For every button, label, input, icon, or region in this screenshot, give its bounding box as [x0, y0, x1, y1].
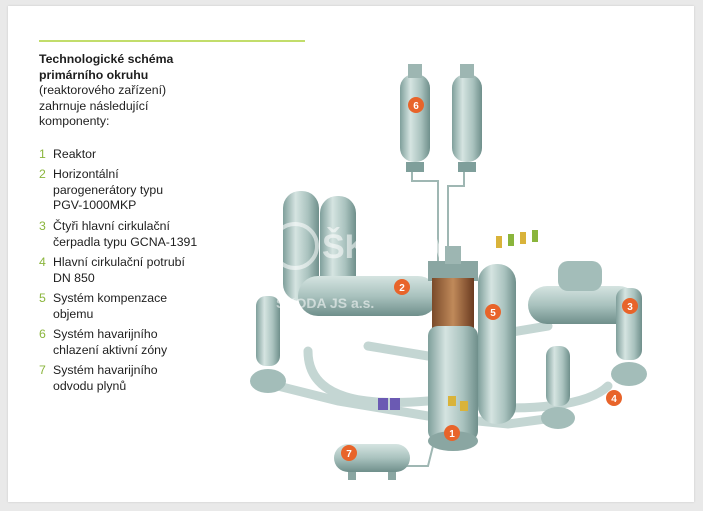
item-line: parogenerátory typu — [53, 182, 164, 197]
intro-text: Technologické schéma primárního okruhu (… — [39, 52, 269, 130]
item-line: objemu — [53, 306, 94, 321]
steam-generator-right — [528, 261, 638, 324]
component-markers: 1 2 3 4 5 6 7 — [341, 97, 638, 461]
main-circulation-pumps — [250, 288, 647, 429]
item-line: DN 850 — [53, 270, 95, 285]
item-number: 3 — [39, 219, 46, 233]
primary-circuit-illustration: ŠKODA ŠKODA JS a.s. 1 2 3 4 5 — [250, 64, 647, 480]
item-text: Hlavní cirkulační potrubí DN 850 — [53, 255, 263, 286]
marker-2: 2 — [394, 279, 410, 295]
page: Technologické schéma primárního okruhu (… — [8, 6, 694, 502]
svg-text:3: 3 — [627, 302, 633, 313]
accent-rule — [39, 40, 305, 42]
body-line-1: (reaktorového zařízení) — [39, 83, 167, 98]
item-text: Horizontální parogenerátory typu PGV-100… — [53, 167, 263, 214]
marker-5: 5 — [485, 304, 501, 320]
body-line-3: komponenty: — [39, 114, 110, 129]
item-number: 1 — [39, 147, 46, 161]
item-number: 6 — [39, 327, 46, 341]
title-line-1: Technologické schéma — [39, 52, 174, 66]
item-number: 7 — [39, 363, 46, 377]
marker-7: 7 — [341, 445, 357, 461]
svg-text:2: 2 — [399, 283, 405, 294]
marker-6: 6 — [408, 97, 424, 113]
marker-1: 1 — [444, 425, 460, 441]
watermark-company: ŠKODA JS a.s. — [276, 294, 374, 311]
svg-text:5: 5 — [490, 308, 496, 319]
item-line: Čtyři hlavní cirkulační — [53, 219, 170, 233]
item-line: Systém kompenzace — [53, 291, 168, 305]
item-number: 5 — [39, 291, 46, 305]
marker-4: 4 — [606, 390, 622, 406]
valves — [378, 230, 538, 411]
item-line: Systém havarijního — [53, 363, 158, 377]
item-text: Systém havarijního chlazení aktivní zóny — [53, 327, 263, 358]
item-text: Čtyři hlavní cirkulační čerpadla typu GC… — [53, 219, 263, 250]
item-text: Systém kompenzace objemu — [53, 291, 263, 322]
item-line: Horizontální — [53, 167, 119, 181]
item-text: Reaktor — [53, 147, 263, 163]
item-text: Systém havarijního odvodu plynů — [53, 363, 263, 394]
item-line: chlazení aktivní zóny — [53, 342, 168, 357]
item-line: Systém havarijního — [53, 327, 158, 341]
watermark-brand: ŠKODA — [322, 227, 445, 266]
item-number: 2 — [39, 167, 46, 181]
pressurizer — [478, 264, 516, 424]
emergency-cooling-tanks — [400, 64, 482, 172]
item-line: čerpadla typu GCNA-1391 — [53, 234, 198, 249]
marker-3: 3 — [622, 298, 638, 314]
body-line-2: zahrnuje následující — [39, 98, 149, 113]
item-number: 4 — [39, 255, 46, 269]
item-line: Hlavní cirkulační potrubí — [53, 255, 185, 269]
svg-text:4: 4 — [611, 394, 617, 405]
item-line: Reaktor — [53, 147, 97, 161]
svg-text:1: 1 — [449, 429, 455, 440]
item-line: PGV-1000MKP — [53, 198, 137, 213]
item-line: odvodu plynů — [53, 378, 127, 393]
svg-text:6: 6 — [413, 101, 419, 112]
svg-text:7: 7 — [346, 449, 352, 460]
title-line-2: primárního okruhu — [39, 67, 149, 82]
reactor-vessel — [428, 246, 478, 451]
watermark: ŠKODA ŠKODA JS a.s. — [271, 222, 445, 311]
